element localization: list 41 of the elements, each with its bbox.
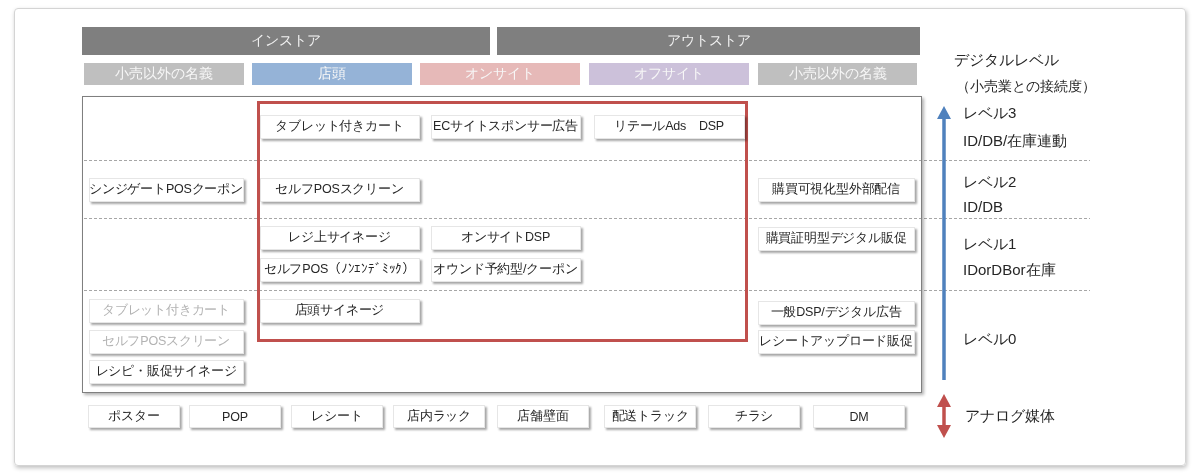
text-box: レジ上サイネージ <box>259 225 420 250</box>
text-box: ポスター <box>88 405 180 428</box>
category-bar: 店頭 <box>252 63 412 85</box>
axis-title: デジタルレベル <box>954 51 1059 70</box>
header-bar: インストア <box>82 27 490 55</box>
text-box: レシピ・販促サイネージ <box>88 359 244 384</box>
text-box: チラシ <box>708 405 800 428</box>
text-box: レシートアップロード販促 <box>757 329 915 354</box>
header-bar: アウトストア <box>497 27 920 55</box>
text-box: リテールAds DSP <box>593 114 745 139</box>
text-box: セルフPOSスクリーン <box>88 329 244 354</box>
highlight-frame <box>256 100 748 342</box>
text-box: レシート <box>291 405 383 428</box>
text-box: セルフPOSスクリーン <box>259 177 420 202</box>
text-box: タブレット付きカート <box>259 114 420 139</box>
text-box: シンジゲートPOSクーポン <box>88 177 244 202</box>
level-label: レベル3 <box>963 103 1017 123</box>
media-label: アナログ媒体 <box>965 406 1055 426</box>
level-label: レベル1 <box>963 234 1017 254</box>
level-label: レベル2 <box>963 172 1017 192</box>
text-box: オウンド予約型/クーポン <box>430 257 581 282</box>
level-description: ID/DB/在庫連動 <box>963 131 1068 151</box>
level-description: ID/DB <box>963 197 1003 217</box>
axis-subtitle: （小売業との接続度） <box>956 77 1096 96</box>
text-box: ECサイトスポンサー広告 <box>430 114 581 139</box>
text-box: セルフPOS（ﾉﾝｴﾝﾃﾞﾐｯｸ） <box>259 257 420 282</box>
text-box: DM <box>813 405 905 428</box>
level-label: レベル0 <box>963 329 1017 349</box>
text-box: 店舗壁面 <box>497 405 589 428</box>
text-box: タブレット付きカート <box>88 298 244 323</box>
grid-frame <box>82 96 922 393</box>
category-bar: オンサイト <box>420 63 580 85</box>
level-description: IDorDBor在庫 <box>963 260 1056 280</box>
text-box: 一般DSP/デジタル広告 <box>757 300 915 325</box>
text-box: 店内ラック <box>393 405 485 428</box>
text-box: 購買可視化型外部配信 <box>757 177 915 202</box>
text-box: 購買証明型デジタル販促 <box>757 226 915 251</box>
text-box: 店頭サイネージ <box>259 298 420 323</box>
text-box: オンサイトDSP <box>430 225 581 250</box>
text-box: 配送トラック <box>604 405 696 428</box>
text-box: POP <box>189 405 281 428</box>
